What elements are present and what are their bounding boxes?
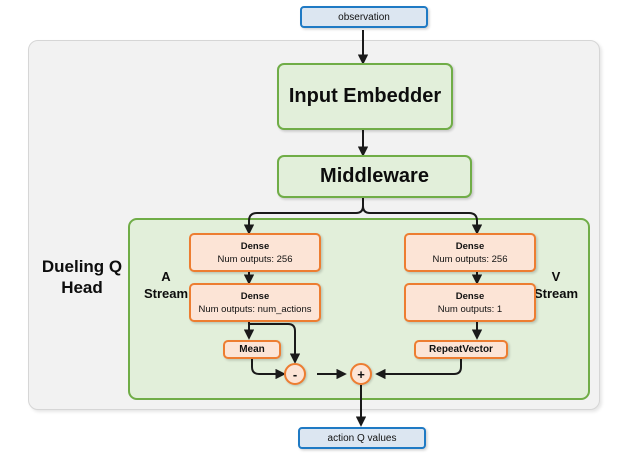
a-stream-dense-num-actions-node: Dense Num outputs: num_actions — [189, 283, 321, 322]
a-stream-dense-256-params: Num outputs: 256 — [217, 253, 293, 265]
a-stream-dense-num-actions-type: Dense — [240, 290, 270, 302]
subtract-operator-glyph: - — [292, 366, 298, 382]
v-stream-label-line2: Stream — [533, 286, 579, 301]
action-q-values-node: action Q values — [298, 427, 426, 449]
subtract-operator: - — [284, 363, 306, 385]
a-stream-label-line2: Stream — [143, 286, 189, 301]
input-embedder-node: Input Embedder — [277, 63, 453, 130]
middleware-node: Middleware — [277, 155, 472, 198]
a-stream-label: A Stream — [138, 268, 194, 302]
repeat-vector-node: RepeatVector — [414, 340, 508, 359]
v-stream-dense-1-type: Dense — [455, 290, 485, 302]
add-operator: + — [350, 363, 372, 385]
v-stream-dense-1-params: Num outputs: 1 — [437, 303, 503, 315]
mean-node: Mean — [223, 340, 281, 359]
action-q-values-label: action Q values — [327, 432, 397, 444]
observation-label: observation — [338, 11, 390, 23]
input-embedder-label: Input Embedder — [288, 85, 442, 107]
add-operator-glyph: + — [357, 366, 365, 382]
v-stream-label-line1: V — [551, 269, 561, 284]
v-stream-dense-256-type: Dense — [455, 240, 485, 252]
mean-label: Mean — [239, 344, 265, 355]
repeat-vector-label: RepeatVector — [429, 344, 493, 355]
v-stream-dense-256-params: Num outputs: 256 — [432, 253, 508, 265]
v-stream-dense-1-node: Dense Num outputs: 1 — [404, 283, 536, 322]
dueling-q-head-label: Dueling Q Head — [36, 256, 128, 298]
dueling-q-head-label-line2: Head — [61, 278, 103, 297]
v-stream-dense-256-node: Dense Num outputs: 256 — [404, 233, 536, 272]
a-stream-dense-256-type: Dense — [240, 240, 270, 252]
a-stream-dense-num-actions-params: Num outputs: num_actions — [198, 303, 312, 315]
dueling-q-head-label-line1: Dueling Q — [41, 257, 123, 276]
observation-node: observation — [300, 6, 428, 28]
middleware-label: Middleware — [320, 165, 429, 187]
v-stream-label: V Stream — [527, 268, 585, 302]
a-stream-dense-256-node: Dense Num outputs: 256 — [189, 233, 321, 272]
a-stream-label-line1: A — [161, 269, 171, 284]
